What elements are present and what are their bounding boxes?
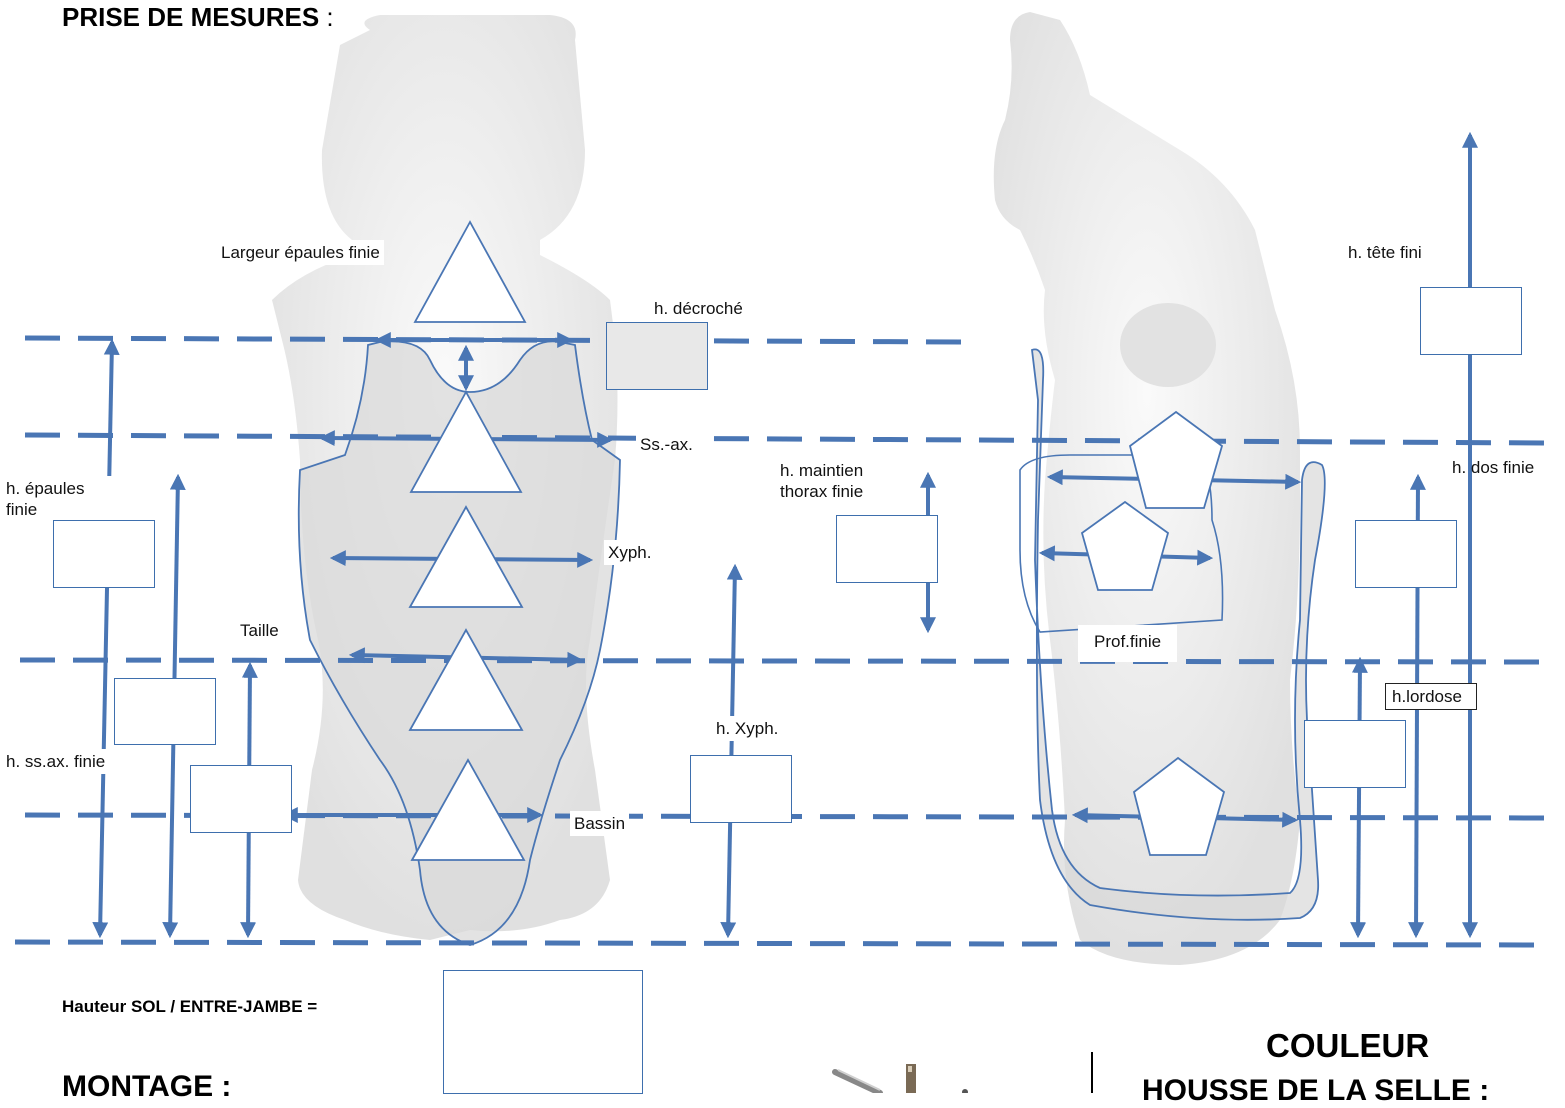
hauteur-label: Hauteur SOL / ENTRE-JAMBE = (62, 997, 317, 1017)
label-ss-ax: Ss.-ax. (636, 432, 697, 457)
arrow-h-epaules (100, 342, 112, 935)
page-title-suffix: : (319, 2, 333, 32)
label-taille: Taille (236, 618, 283, 643)
label-h-maintien-thorax: h. maintien thorax finie (776, 458, 904, 504)
input-h-epaules[interactable] (53, 520, 155, 588)
housse-heading: HOUSSE DE LA SELLE : (1142, 1074, 1489, 1108)
input-h-lordose[interactable] (1304, 720, 1406, 788)
label-xyph: Xyph. (604, 540, 655, 565)
label-h-tete: h. tête fini (1344, 240, 1426, 265)
line-waist (20, 660, 1550, 662)
input-h-ss-ax[interactable] (114, 678, 216, 745)
label-h-epaules: h. épaules finie (2, 476, 118, 522)
label-bassin: Bassin (570, 811, 629, 836)
arrow-h-lordose (1358, 660, 1360, 935)
input-taille-height[interactable] (190, 765, 292, 833)
label-h-lordose: h.lordose (1385, 683, 1477, 710)
bottom-sketch (835, 1052, 1092, 1093)
input-h-dos[interactable] (1355, 520, 1457, 588)
line-subaxillary (25, 435, 1550, 443)
montage-heading: MONTAGE : (62, 1070, 231, 1104)
input-h-xyph[interactable] (690, 755, 792, 823)
input-h-maintien-thorax[interactable] (836, 515, 938, 583)
page-title: PRISE DE MESURES : (62, 2, 334, 32)
label-prof: Prof.finie (1078, 625, 1177, 662)
label-h-dos: h. dos finie (1448, 455, 1538, 480)
input-hauteur-entre-jambe[interactable] (443, 970, 643, 1094)
label-h-decroche: h. décroché (650, 296, 747, 321)
page-title-text: PRISE DE MESURES (62, 2, 319, 32)
label-h-ss-ax: h. ss.ax. finie (2, 749, 109, 774)
arrow-h-xyph (728, 567, 735, 935)
couleur-heading: COULEUR (1266, 1027, 1429, 1065)
input-h-tete[interactable] (1420, 287, 1522, 355)
line-floor (15, 942, 1540, 945)
label-h-xyph: h. Xyph. (712, 716, 782, 741)
input-h-decroche[interactable] (606, 322, 708, 390)
label-shoulder-width: Largeur épaules finie (217, 240, 384, 265)
